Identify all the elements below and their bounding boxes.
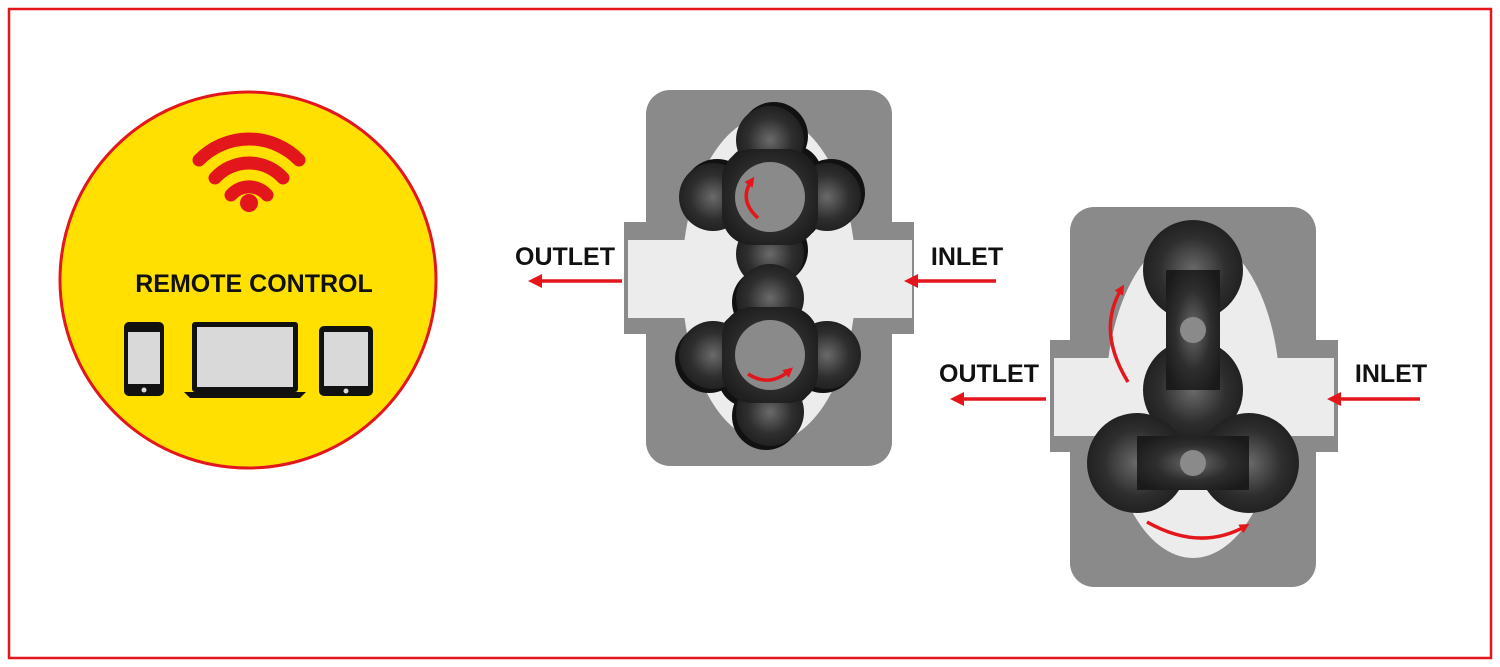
outer-frame: [7, 7, 1493, 660]
pump1-inlet-label: INLET: [931, 243, 1003, 271]
pump1-upper-rotation-arrow: [744, 176, 760, 220]
two-lobe-pump: OUTLET INLET: [939, 207, 1427, 587]
pump2-upper-rotor: [1143, 220, 1243, 440]
pump2-upper-shaft: [1180, 317, 1206, 343]
wifi-icon: [192, 132, 306, 212]
pump2-inlet-label: INLET: [1355, 360, 1427, 388]
pump2-lower-shaft: [1180, 450, 1206, 476]
badge-title: REMOTE CONTROL: [135, 270, 373, 298]
pump2-left-rotation-arrow: [1108, 284, 1130, 383]
pump2-bottom-rotation-arrow: [1146, 520, 1250, 540]
laptop-icon: [184, 322, 306, 398]
pump1-lower-rotation-arrow: [747, 367, 793, 382]
four-lobe-pump: OUTLET INLET: [515, 90, 1003, 466]
pump2-outlet-label: OUTLET: [939, 360, 1039, 388]
pump1-outlet-label: OUTLET: [515, 243, 615, 271]
smartphone-icon: [124, 322, 164, 396]
pump1-lower-rotor: [675, 264, 861, 450]
remote-control-badge: REMOTE CONTROL: [58, 90, 438, 470]
tablet-icon: [319, 326, 373, 396]
pump2-lower-rotor: [1087, 413, 1299, 513]
